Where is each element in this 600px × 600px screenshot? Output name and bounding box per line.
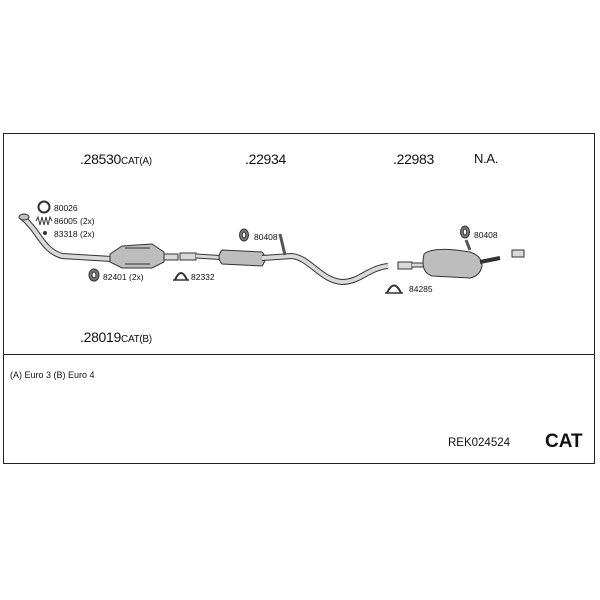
- accessory-label-80408-rear: 80408: [474, 230, 498, 240]
- part-label-22983: .22983: [393, 151, 435, 167]
- front-pipe: [19, 214, 113, 262]
- rear-muffler: [422, 248, 483, 279]
- accessory-label-86005: 86005 (2x): [54, 216, 95, 226]
- catalytic-converter: [109, 243, 165, 269]
- accessory-label-84285: 84285: [409, 284, 433, 294]
- tailpipe-tip: [511, 249, 525, 258]
- reference-number: REK024524: [448, 437, 511, 449]
- spring-86005: [35, 215, 53, 226]
- ring-80026: [37, 200, 51, 214]
- accessory-label-80408-middle: 80408: [254, 232, 278, 242]
- legend-text: (A) Euro 3 (B) Euro 4: [10, 370, 95, 380]
- middle-pipe-end: [179, 252, 197, 261]
- accessory-label-82401: 82401 (2x): [103, 272, 144, 282]
- part-label-na: N.A.: [474, 151, 499, 166]
- middle-muffler: [218, 249, 266, 267]
- part-label-22934: .22934: [245, 151, 287, 167]
- bolt-83318: [43, 231, 47, 235]
- clamp-82332: [174, 272, 188, 281]
- kit-type-label: CAT: [545, 431, 583, 452]
- rear-pipe-end: [397, 261, 413, 270]
- accessory-label-80026: 80026: [54, 203, 78, 213]
- part-label-28530: .28530CAT(A): [80, 151, 152, 167]
- accessory-label-82332: 82332: [191, 272, 215, 282]
- manifold-flange: [18, 213, 30, 221]
- accessory-label-83318: 83318 (2x): [54, 229, 95, 239]
- diagram-frame: [3, 133, 595, 464]
- legend-divider: [3, 354, 595, 355]
- part-label-28019: .28019CAT(B): [80, 329, 152, 345]
- clamp-84285: [386, 284, 402, 294]
